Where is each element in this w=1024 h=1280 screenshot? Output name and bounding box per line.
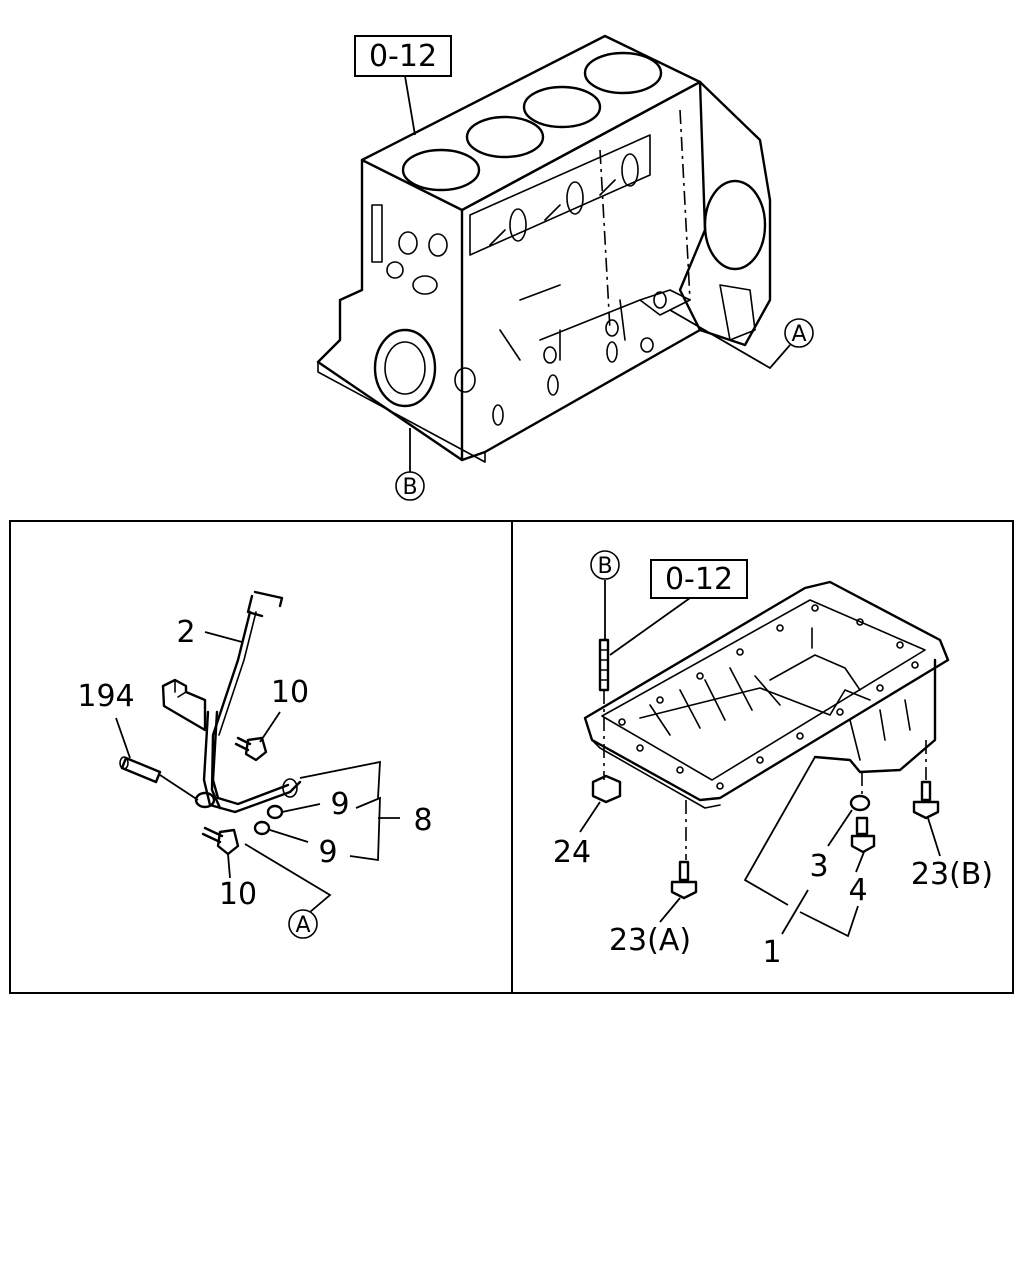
washer-9-lower-icon [253, 820, 271, 836]
leader-23a [659, 897, 681, 923]
nut-24-icon [591, 774, 622, 804]
part-label-9-upper: 9 [330, 787, 349, 822]
right-ref-box-label: 0-12 [665, 562, 733, 597]
leader-1 [781, 889, 809, 935]
bolt-10-lower-icon [201, 826, 240, 856]
leader-10-lower [227, 853, 231, 879]
right-ref-leader [609, 597, 691, 656]
stud-icon [598, 638, 610, 692]
right-callout-b-label: B [597, 554, 612, 579]
top-callout-a-circle [784, 318, 814, 348]
part-label-1: 1 [762, 935, 781, 970]
bolt-23b-icon [912, 780, 940, 820]
leader-4 [855, 851, 865, 873]
left-callout-a-label: A [295, 913, 310, 938]
part-label-9-lower: 9 [318, 835, 337, 870]
part-label-4: 4 [848, 873, 867, 908]
leader-194 [115, 717, 131, 759]
top-callout-a-label: A [791, 322, 806, 347]
bolt-23a-icon [670, 860, 698, 900]
part-label-194: 194 [77, 679, 134, 714]
bracket-1 [743, 756, 859, 938]
bolt-10-upper-icon [234, 736, 268, 762]
top-ref-box [354, 35, 452, 77]
leader-194-b [159, 774, 199, 801]
top-callout-b-label: B [402, 475, 417, 500]
part-label-23b: 23(B) [911, 857, 993, 892]
top-callout-b-circle [395, 471, 425, 501]
leader-9-lower [269, 829, 309, 843]
sleeve-194-icon [119, 756, 162, 784]
bracket-8 [299, 760, 381, 862]
leader-3 [827, 809, 853, 847]
part-label-23a: 23(A) [609, 923, 691, 958]
washer-3-icon [849, 794, 871, 812]
part-label-10-lower: 10 [219, 877, 257, 912]
part-label-2: 2 [176, 615, 195, 650]
oil-level-gauge-drawing [161, 590, 302, 814]
part-label-8: 8 [413, 803, 432, 838]
part-label-24: 24 [553, 835, 591, 870]
left-callout-a-leader [244, 843, 332, 913]
part-label-10-upper: 10 [271, 675, 309, 710]
part-label-3: 3 [809, 849, 828, 884]
leader-2 [204, 631, 243, 643]
oil-pan-drawing [583, 580, 950, 809]
top-callout-a-leader [669, 309, 791, 370]
leader-23b [927, 817, 941, 857]
washer-9-upper-icon [266, 804, 284, 820]
leader-24 [579, 801, 601, 833]
right-ref-box [650, 559, 748, 599]
leader-10-upper [259, 711, 281, 743]
cylinder-block-drawing [316, 34, 772, 463]
right-callout-b-circle [590, 550, 620, 580]
top-ref-leader [404, 75, 416, 136]
left-callout-a-circle [288, 909, 318, 939]
leader-9-upper [281, 803, 321, 813]
top-ref-box-label: 0-12 [369, 39, 437, 74]
drain-plug-4-icon [850, 816, 876, 854]
